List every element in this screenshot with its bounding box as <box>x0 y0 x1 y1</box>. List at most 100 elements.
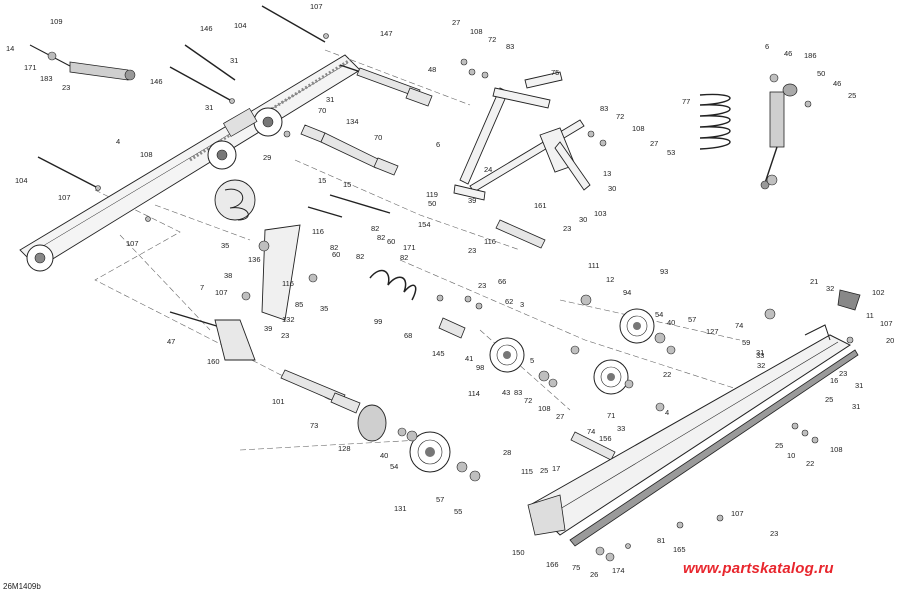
callout-label: 134 <box>346 117 359 126</box>
rear-arm-linkage <box>453 71 591 201</box>
wheel-93 <box>619 308 655 344</box>
callout-label: 186 <box>804 51 817 60</box>
callout-label: 73 <box>310 421 319 430</box>
large-bushing <box>357 404 387 442</box>
callout-label: 21 <box>810 277 819 286</box>
document-id: 26M1409b <box>3 582 41 591</box>
front-shock-absorber <box>29 44 136 81</box>
callout-label: 33 <box>617 424 626 433</box>
callout-label: 115 <box>521 467 533 476</box>
callout-label: 23 <box>281 331 290 340</box>
callout-label: 40 <box>667 318 676 327</box>
callout-label: 147 <box>380 29 393 38</box>
callout-label: 136 <box>248 255 261 264</box>
callout-label: 25 <box>848 91 857 100</box>
callout-label: 74 <box>735 321 744 330</box>
callout-label: 132 <box>282 315 295 324</box>
callout-label: 85 <box>295 300 304 309</box>
callout-label: 146 <box>200 24 213 33</box>
callout-label: 53 <box>667 148 676 157</box>
rear-shock-absorber <box>699 83 798 190</box>
callout-label: 160 <box>207 357 220 366</box>
callout-label: 31 <box>230 56 239 65</box>
callout-label: 15 <box>343 180 352 189</box>
callout-label: 6 <box>765 42 770 51</box>
callout-label: 156 <box>599 434 612 443</box>
bracket-160 <box>214 319 256 361</box>
callout-label: 22 <box>663 370 672 379</box>
callout-label: 23 <box>839 369 848 378</box>
callout-label: 108 <box>140 150 153 159</box>
callout-label: 83 <box>600 104 609 113</box>
callout-label: 108 <box>632 124 645 133</box>
callout-label: 54 <box>655 310 664 319</box>
callout-label: 108 <box>830 445 843 454</box>
callout-label: 27 <box>650 139 659 148</box>
callout-label: 70 <box>374 133 383 142</box>
callout-label: 99 <box>374 317 383 326</box>
callout-label: 161 <box>534 201 547 210</box>
callout-label: 54 <box>390 462 399 471</box>
callout-label: 70 <box>318 106 327 115</box>
callout-label: 11 <box>866 311 874 320</box>
front-arm <box>261 224 301 321</box>
callout-label: 23 <box>563 224 572 233</box>
callout-label: 25 <box>775 441 784 450</box>
callout-label: 28 <box>503 448 512 457</box>
callout-label: 108 <box>470 27 483 36</box>
callout-label: 29 <box>263 153 272 162</box>
callout-label: 57 <box>688 315 697 324</box>
callout-label: 72 <box>616 112 625 121</box>
wheel-mid <box>593 359 629 395</box>
callout-label: 57 <box>436 495 445 504</box>
callout-label: 131 <box>394 504 407 513</box>
slide-rail <box>527 289 861 547</box>
callout-label: 114 <box>468 389 480 398</box>
callout-label: 109 <box>50 17 63 26</box>
callout-label: 71 <box>607 411 616 420</box>
callout-label: 32 <box>757 361 766 370</box>
spacer-tubes <box>280 67 616 461</box>
callout-label: 82 <box>377 233 386 242</box>
callout-label: 31 <box>205 103 214 112</box>
callout-label: 82 <box>330 243 339 252</box>
callout-label: 32 <box>826 284 835 293</box>
callout-label: 68 <box>404 331 413 340</box>
callout-label: 15 <box>318 176 327 185</box>
callout-label: 60 <box>332 250 341 259</box>
callout-label: 104 <box>234 21 247 30</box>
callout-label: 107 <box>58 193 71 202</box>
callout-label: 17 <box>552 464 561 473</box>
callout-label: 116 <box>484 237 496 246</box>
callout-label: 30 <box>579 215 588 224</box>
callout-label: 14 <box>6 44 15 53</box>
wheel-114 <box>489 337 525 373</box>
callout-label: 31 <box>852 402 861 411</box>
watermark-url[interactable]: www.partskatalog.ru <box>683 560 834 577</box>
callout-label: 27 <box>452 18 461 27</box>
callout-label: 108 <box>538 404 551 413</box>
wheel-131 <box>409 431 451 473</box>
callout-label: 23 <box>62 83 71 92</box>
callout-label: 116 <box>312 227 324 236</box>
callout-label: 55 <box>454 507 463 516</box>
callout-label: 145 <box>432 349 445 358</box>
callout-label: 27 <box>556 412 565 421</box>
callout-label: 82 <box>371 224 380 233</box>
callout-label: 25 <box>825 395 834 404</box>
callout-label: 43 <box>502 388 511 397</box>
callout-label: 4 <box>665 408 670 417</box>
callout-label: 48 <box>428 65 437 74</box>
callout-label: 102 <box>872 288 885 297</box>
callout-label: 46 <box>833 79 842 88</box>
callout-label: 83 <box>506 42 515 51</box>
callout-label: 119 <box>426 190 438 199</box>
callout-label: 74 <box>587 427 596 436</box>
callout-label: 183 <box>40 74 53 83</box>
callout-label: 154 <box>418 220 431 229</box>
callout-label: 72 <box>524 396 533 405</box>
callout-label: 26 <box>590 570 599 579</box>
callout-label: 150 <box>512 548 525 557</box>
callout-label: 75 <box>551 68 560 77</box>
